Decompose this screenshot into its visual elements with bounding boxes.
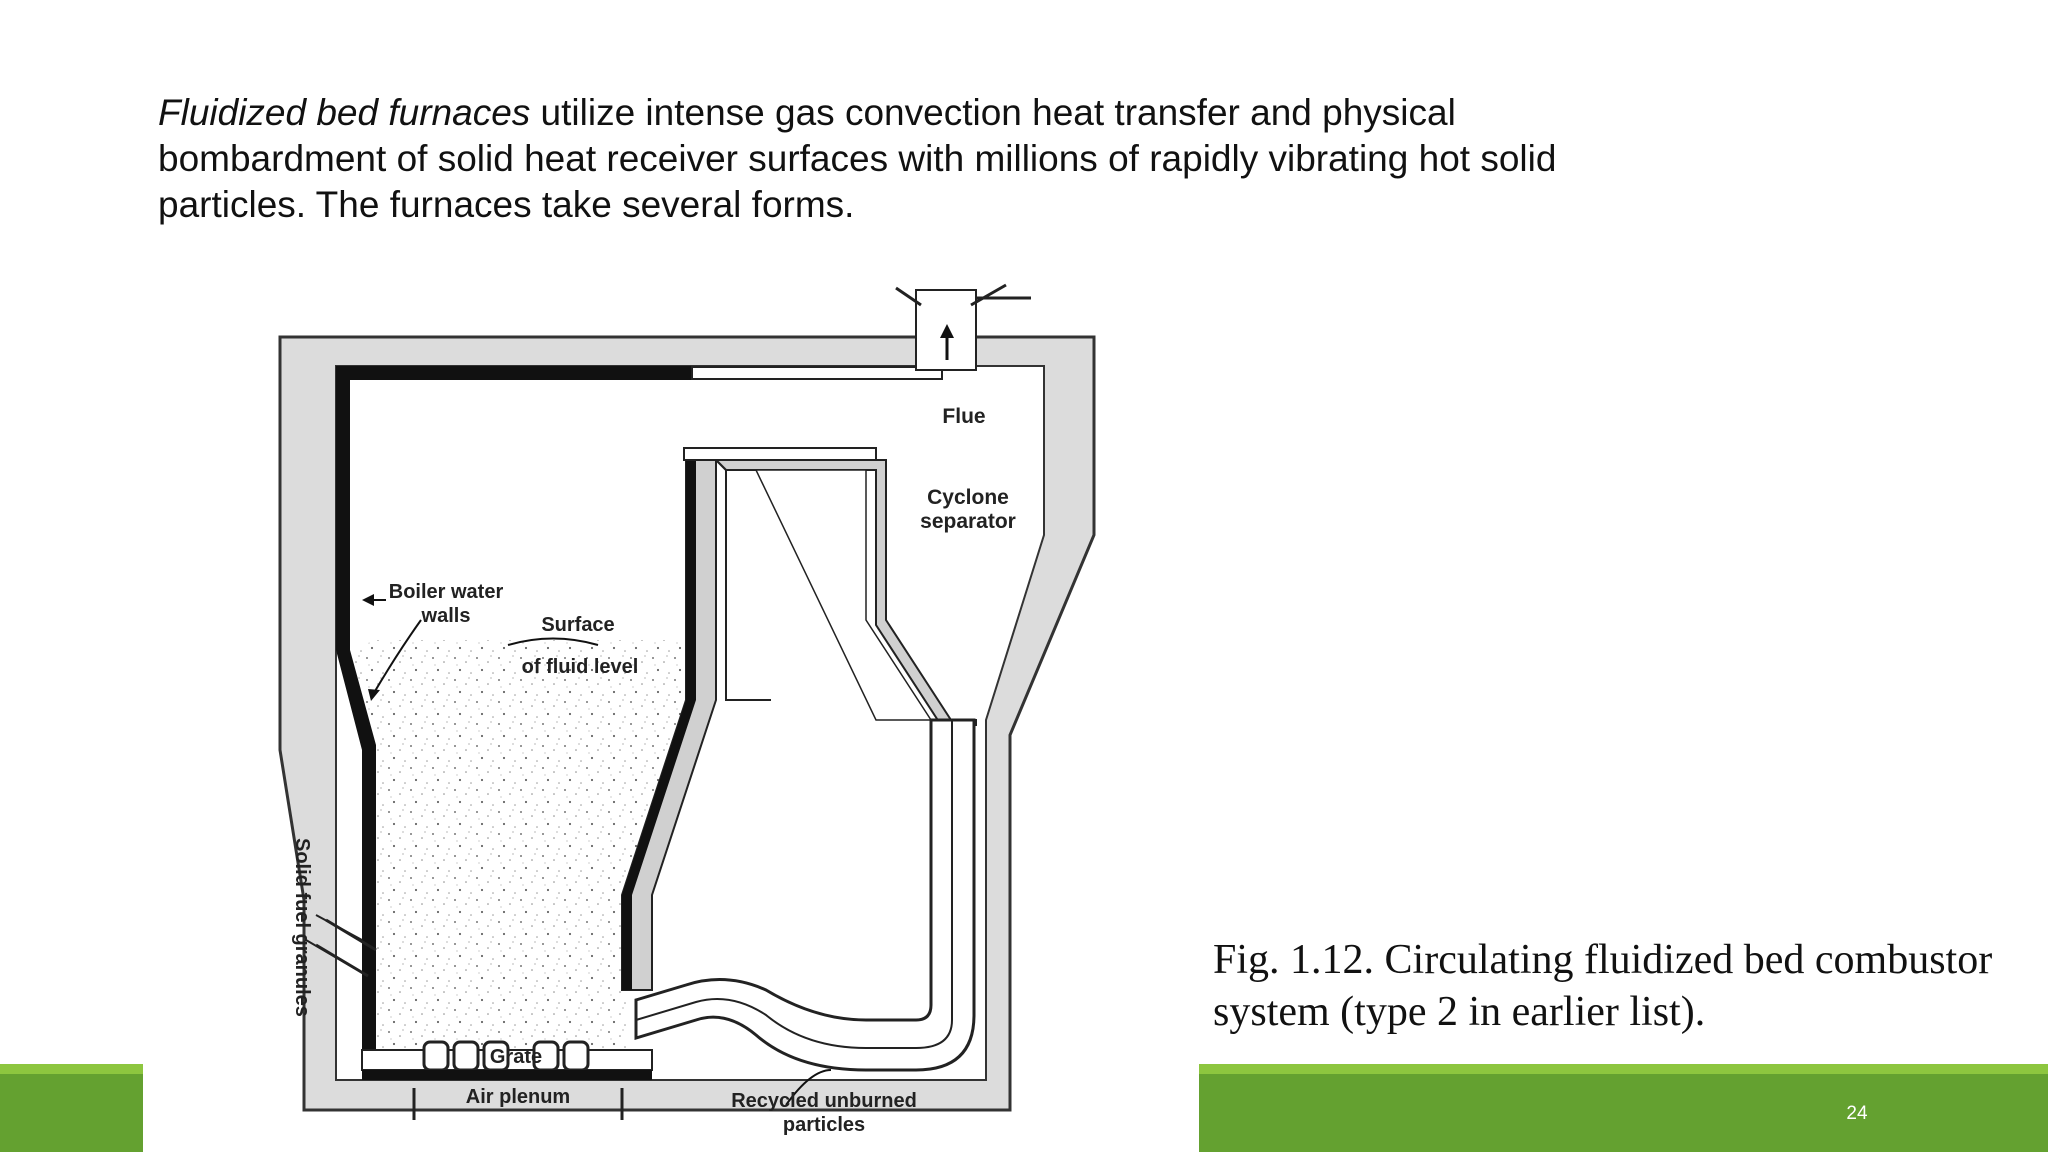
label-particles: particles <box>783 1114 865 1136</box>
footer-bar-right <box>1199 1074 2048 1152</box>
label-cyclone: Cyclone <box>927 486 1009 509</box>
label-recycled: Recycled unburned <box>731 1090 917 1112</box>
footer-accent-right <box>1199 1064 2048 1074</box>
intro-lead: Fluidized bed furnaces <box>158 92 531 133</box>
label-flue: Flue <box>942 405 985 428</box>
intro-text: utilize intense gas convection heat tran… <box>158 92 1557 225</box>
label-fluid-level: of fluid level <box>522 656 639 678</box>
return-leg <box>634 718 976 1072</box>
footer-accent-left <box>0 1064 143 1074</box>
label-air-plenum: Air plenum <box>466 1086 570 1108</box>
boiler-water-wall <box>336 366 692 1080</box>
label-surface: Surface <box>541 614 614 636</box>
fluidized-bed-diagram: Flue Cyclone separator Boiler water wall… <box>276 280 1126 1140</box>
page-number: 24 <box>1846 1103 1868 1124</box>
intro-paragraph: Fluidized bed furnaces utilize intense g… <box>158 90 1578 228</box>
label-boiler-water: Boiler water <box>389 581 504 603</box>
fluid-bed <box>350 640 686 1050</box>
label-solid-fuel: Solid fuel granules <box>291 838 313 1017</box>
label-separator: separator <box>920 510 1016 533</box>
label-grate: Grate <box>490 1046 542 1068</box>
label-walls: walls <box>421 605 471 627</box>
figure-caption: Fig. 1.12. Circulating fluidized bed com… <box>1213 937 1993 1035</box>
footer-bar-left <box>0 1074 143 1152</box>
